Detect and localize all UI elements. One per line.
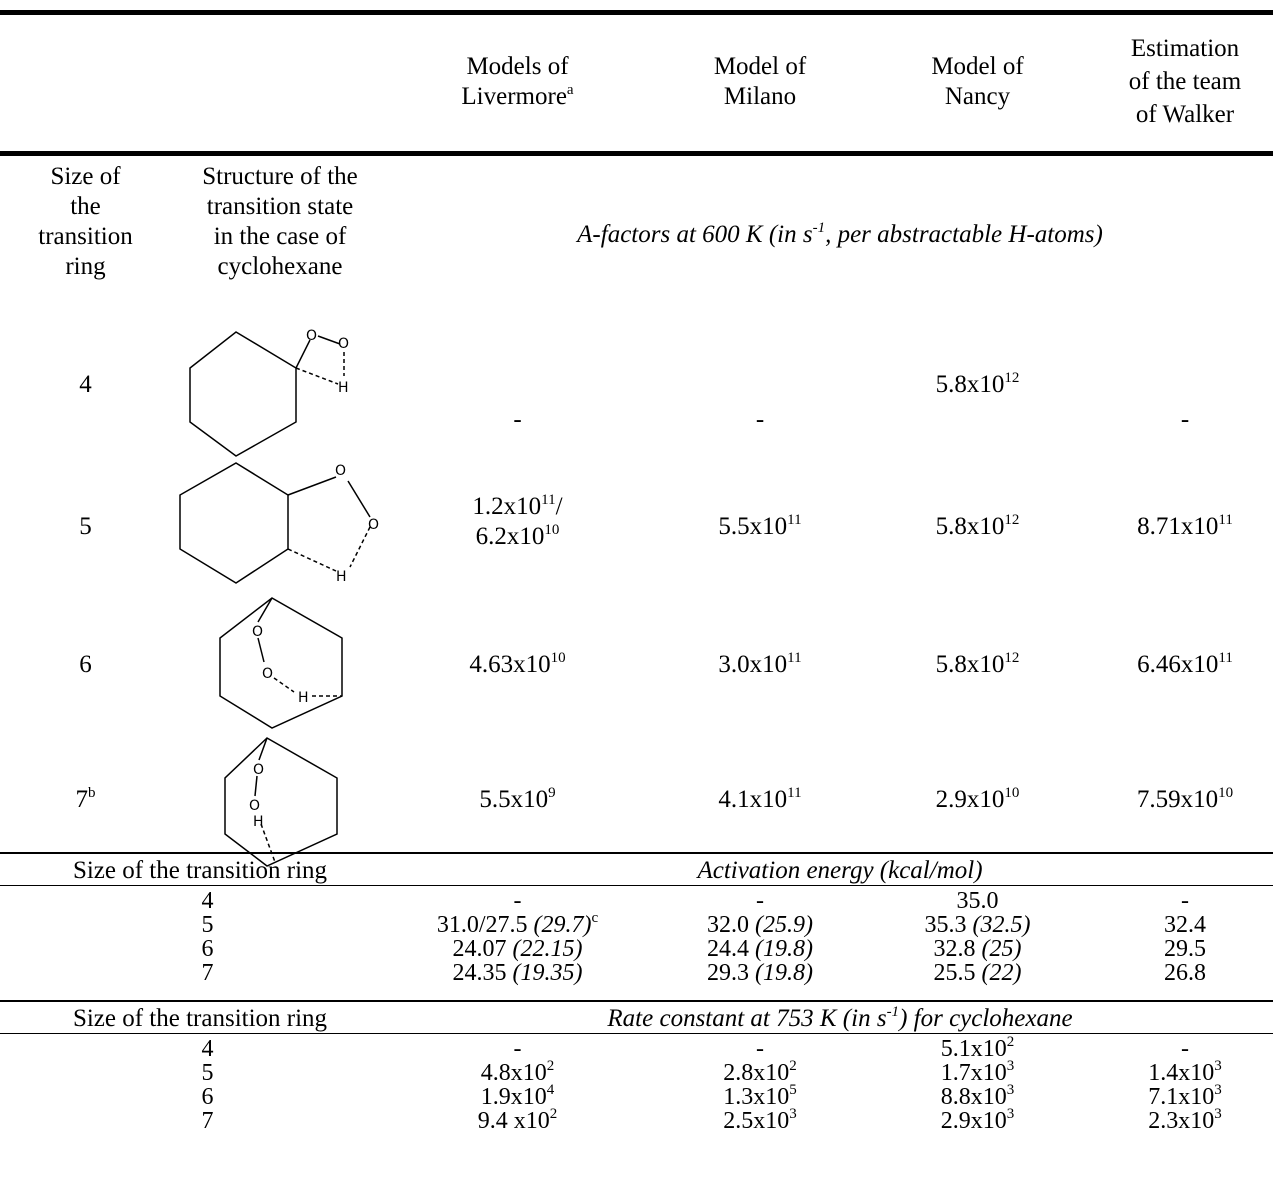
rc-row6-livermore: 1.9x104: [480, 1082, 555, 1110]
header-rule: [0, 151, 1273, 156]
section2-label: Size of the transition ring: [72, 857, 328, 884]
ae-row6-milano: 24.4 (19.8): [707, 936, 813, 962]
atom-o: O: [249, 798, 260, 814]
rc-row6-nancy: 8.8x103: [940, 1082, 1015, 1110]
atom-h: H: [298, 690, 309, 706]
section3-label: Size of the transition ring: [72, 1005, 328, 1032]
rc-row5-walker: 1.4x103: [1148, 1058, 1222, 1086]
rc-row4-livermore: -: [513, 1036, 522, 1062]
section3-title: Rate constant at 753 K (in s-1) for cycl…: [607, 1004, 1073, 1033]
section1-structure-header: Structure of the transition state in the…: [202, 163, 358, 280]
atom-h: H: [336, 569, 347, 585]
structure-ring-5: O O H: [179, 462, 379, 585]
section2-label-rule: [0, 885, 1273, 886]
a-row6-ring: 6: [79, 651, 92, 678]
ae-row4-milano: -: [756, 888, 764, 914]
atom-o: O: [368, 517, 379, 533]
rc-row6-walker: 7.1x103: [1148, 1082, 1222, 1110]
rc-row4-ring: 4: [201, 1036, 214, 1062]
ae-row7-ring: 7: [201, 960, 214, 986]
rc-row6-ring: 6: [201, 1084, 214, 1110]
a-row5-milano: 5.5x1011: [718, 512, 802, 541]
a-row7-milano: 4.1x1011: [718, 785, 802, 814]
rc-row4-walker: -: [1181, 1036, 1189, 1062]
ae-row5-walker: 32.4: [1164, 912, 1206, 938]
a-row5-walker: 8.71x1011: [1137, 512, 1233, 541]
a-row4-ring: 4: [79, 371, 92, 398]
atom-o: O: [306, 328, 317, 344]
ae-row6-walker: 29.5: [1164, 936, 1206, 962]
rc-row5-milano: 2.8x102: [723, 1058, 797, 1086]
a-row5-ring: 5: [79, 513, 92, 540]
a-row4-milano: -: [755, 406, 765, 433]
rc-row7-livermore: 9.4 x102: [477, 1106, 558, 1134]
a-row4-nancy: 5.8x1012: [935, 370, 1020, 399]
rc-row7-ring: 7: [201, 1108, 214, 1134]
header-livermore: Models of Livermorea: [461, 53, 574, 110]
rc-row6-milano: 1.3x105: [723, 1082, 797, 1110]
ae-row6-nancy: 32.8 (25): [933, 936, 1022, 962]
ae-row5-livermore: 31.0/27.5 (29.7)c: [436, 910, 599, 938]
ae-row7-milano: 29.3 (19.8): [707, 960, 813, 986]
rc-row4-milano: -: [756, 1036, 764, 1062]
rc-row7-walker: 2.3x103: [1148, 1106, 1222, 1134]
a-row7-walker: 7.59x1010: [1136, 785, 1234, 814]
ae-row4-nancy: 35.0: [956, 888, 999, 914]
rc-row5-ring: 5: [201, 1060, 214, 1086]
ae-row4-walker: -: [1181, 888, 1189, 914]
a-row6-milano: 3.0x1011: [718, 650, 802, 679]
rc-row7-milano: 2.5x103: [723, 1106, 797, 1134]
ae-row5-milano: 32.0 (25.9): [707, 912, 813, 938]
rc-row5-livermore: 4.8x102: [480, 1058, 555, 1086]
rc-row7-nancy: 2.9x103: [940, 1106, 1015, 1134]
structure-ring-6: O O H: [219, 597, 343, 729]
a-row6-nancy: 5.8x1012: [935, 650, 1020, 679]
header-walker: Estimation of the team of Walker: [1128, 35, 1242, 128]
header-nancy: Model of Nancy: [931, 53, 1024, 110]
atom-o: O: [262, 666, 273, 682]
structure-ring-7: O O H: [224, 737, 338, 867]
section3-rule: [0, 1000, 1273, 1002]
ae-row4-livermore: -: [513, 888, 522, 914]
atom-h: H: [338, 380, 349, 396]
structure-ring-4: O O H: [189, 328, 349, 457]
top-rule: [0, 10, 1273, 15]
ae-row5-nancy: 35.3 (32.5): [924, 912, 1031, 938]
rc-row5-nancy: 1.7x103: [940, 1058, 1015, 1086]
rc-row4-nancy: 5.1x102: [940, 1034, 1015, 1062]
a-row7-nancy: 2.9x1010: [935, 785, 1020, 814]
atom-o: O: [335, 463, 346, 479]
a-row7-livermore: 5.5x109: [479, 785, 556, 814]
atom-o: O: [253, 762, 264, 778]
atom-h: H: [253, 814, 264, 830]
a-row4-livermore: -: [513, 406, 522, 433]
a-row5-livermore: 1.2x1011/ 6.2x1010: [472, 492, 563, 551]
a-row6-livermore: 4.63x1010: [469, 650, 566, 679]
ae-row7-walker: 26.8: [1164, 960, 1206, 986]
a-row4-walker: -: [1180, 406, 1190, 433]
atom-o: O: [338, 336, 349, 352]
ae-row7-nancy: 25.5 (22): [933, 960, 1022, 986]
section1-ring-header: Size of the transition ring: [38, 163, 133, 280]
section3-label-rule: [0, 1033, 1273, 1034]
atom-o: O: [252, 624, 263, 640]
ae-row4-ring: 4: [201, 888, 214, 914]
ae-row7-livermore: 24.35 (19.35): [452, 960, 583, 986]
a-row7-ring: 7b: [75, 785, 96, 814]
a-row6-walker: 6.46x1011: [1137, 650, 1233, 679]
a-row5-nancy: 5.8x1012: [935, 512, 1020, 541]
section2-rule: [0, 852, 1273, 854]
section2-title: Activation energy (kcal/mol): [697, 857, 983, 884]
section1-title: A-factors at 600 K (in s-1, per abstract…: [577, 220, 1103, 249]
header-milano: Model of Milano: [713, 53, 807, 110]
ae-row6-livermore: 24.07 (22.15): [452, 936, 583, 962]
ae-row6-ring: 6: [201, 936, 214, 962]
ae-row5-ring: 5: [201, 912, 214, 938]
